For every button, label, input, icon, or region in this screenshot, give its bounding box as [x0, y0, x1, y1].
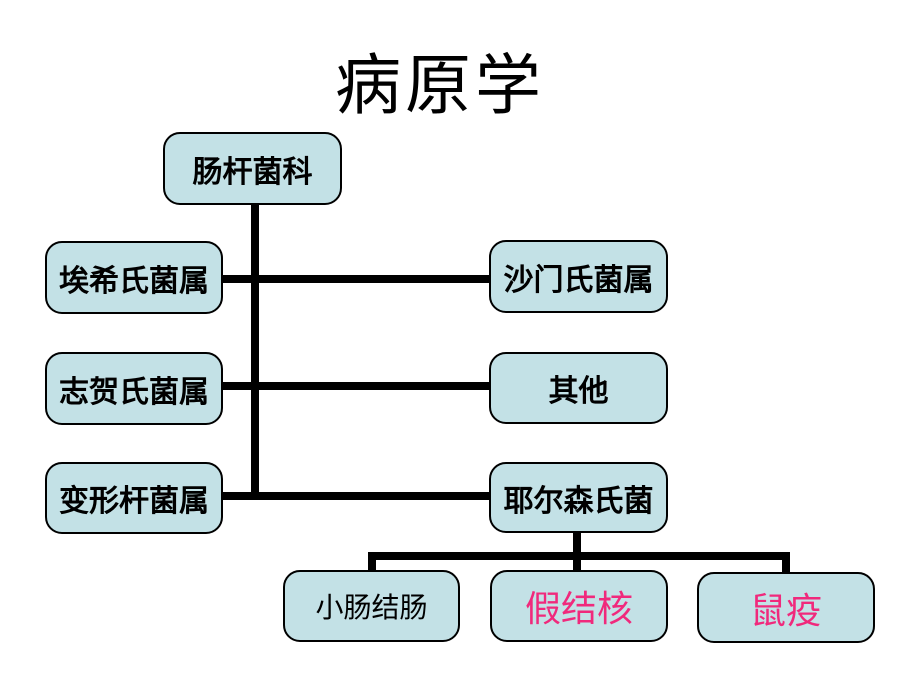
connector-bottom-horizontal [368, 552, 790, 560]
connector-yersinia-stem [573, 533, 581, 570]
node-escherichia: 埃希氏菌属 [45, 241, 223, 314]
node-label: 小肠结肠 [315, 591, 428, 624]
node-label: 肠杆菌科 [192, 154, 313, 190]
node-pseudotuberculosis: 假结核 [490, 570, 668, 642]
node-label: 沙门氏菌属 [503, 262, 654, 298]
connector-bottom-drop-right [782, 552, 790, 572]
node-proteus: 变形杆菌属 [45, 462, 223, 534]
node-label: 志贺氏菌属 [59, 374, 209, 410]
node-salmonella: 沙门氏菌属 [489, 240, 668, 313]
node-label: 埃希氏菌属 [59, 263, 209, 299]
node-other: 其他 [489, 352, 668, 424]
connector-row3-horizontal [222, 492, 489, 500]
node-label: 假结核 [524, 589, 633, 630]
node-label: 变形杆菌属 [59, 484, 209, 519]
node-yersinia: 耶尔森氏菌 [489, 462, 668, 533]
connector-row2-horizontal [222, 382, 489, 390]
connector-bottom-drop-left [368, 552, 376, 570]
node-plague: 鼠疫 [697, 572, 875, 643]
slide-title: 病原学 [335, 47, 545, 124]
connector-row1-horizontal [222, 275, 489, 283]
node-label: 耶尔森氏菌 [503, 483, 654, 519]
node-enterobacteriaceae: 肠杆菌科 [163, 132, 342, 205]
node-label: 鼠疫 [749, 590, 822, 632]
node-label: 其他 [548, 374, 609, 409]
node-shigella: 志贺氏菌属 [45, 352, 223, 425]
node-enterocolitica: 小肠结肠 [283, 570, 460, 642]
connector-trunk-vertical [251, 205, 259, 500]
